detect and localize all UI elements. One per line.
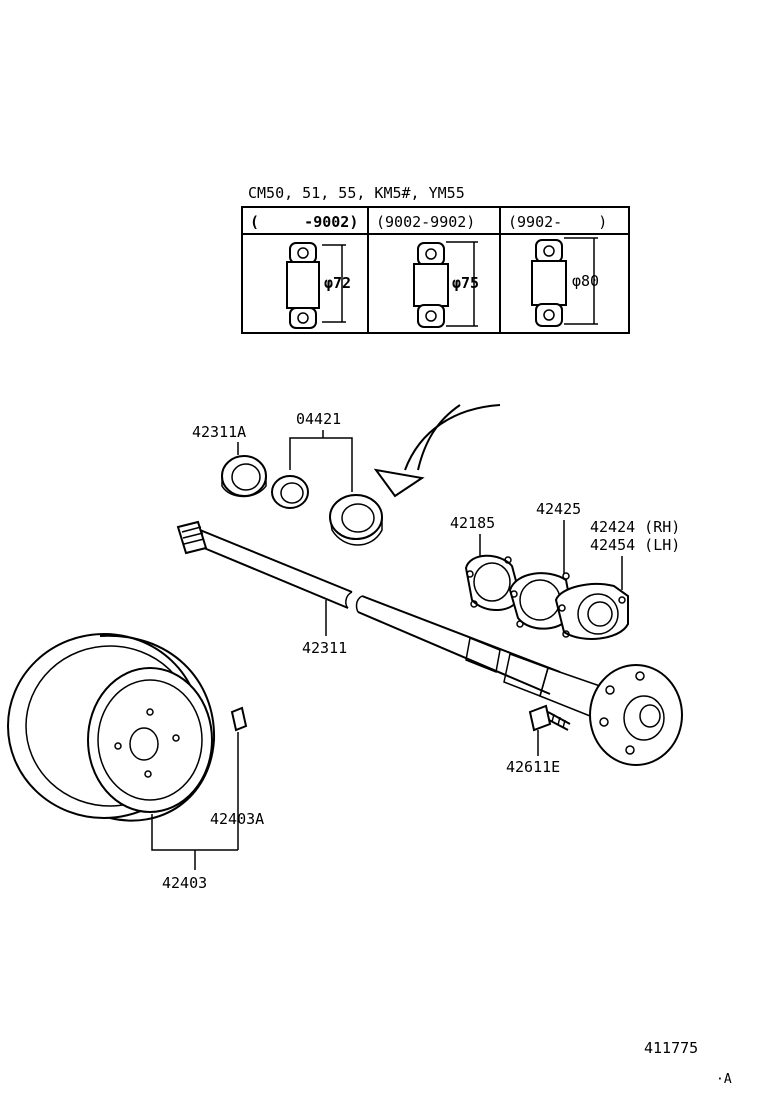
brake-drum-part bbox=[7, 633, 216, 822]
illustration-number: 411775 bbox=[644, 1039, 698, 1057]
label-gasket-2: 42425 bbox=[536, 500, 581, 518]
curved-arrow-icon bbox=[373, 404, 501, 498]
axle-shaft-part bbox=[176, 520, 683, 766]
table-dim-1: φ72 bbox=[324, 274, 351, 292]
label-retainer-rh: 42424 (RH) bbox=[590, 518, 680, 536]
label-retainer-lh: 42454 (LH) bbox=[590, 536, 680, 554]
label-drum-plug: 42403A bbox=[210, 810, 264, 828]
bearing-section-2 bbox=[413, 241, 478, 328]
table-dim-3: φ80 bbox=[572, 272, 599, 290]
table-period-2: (9002-9902) bbox=[376, 213, 475, 231]
bearing-retainer-part bbox=[554, 582, 629, 640]
table-period-1: ( -9002) bbox=[250, 213, 358, 231]
bearing-housing-part bbox=[329, 494, 383, 546]
bracket-bearing-kit bbox=[289, 437, 353, 492]
table-dim-2: φ75 bbox=[452, 274, 479, 292]
bracket-brake-drum bbox=[151, 814, 238, 851]
bearing-table: ( -9002) (9002-9902) (9902- ) φ72 bbox=[241, 206, 630, 334]
bearing-race-part bbox=[271, 475, 309, 509]
label-bearing-kit: 04421 bbox=[296, 410, 341, 428]
bearing-section-3 bbox=[531, 237, 598, 327]
label-axle-shaft: 42311 bbox=[302, 639, 347, 657]
hub-bolt-part bbox=[528, 704, 571, 732]
gasket-1-part bbox=[464, 554, 522, 612]
corner-mark: ·A bbox=[716, 1072, 732, 1087]
applicability-text: CM50, 51, 55, KM5#, YM55 bbox=[248, 184, 465, 202]
table-period-3: (9902- ) bbox=[508, 213, 607, 231]
table-frame bbox=[241, 206, 630, 334]
bearing-section-1 bbox=[286, 242, 346, 329]
label-bearing-outer: 42311A bbox=[192, 423, 246, 441]
label-hub-bolt: 42611E bbox=[506, 758, 560, 776]
label-gasket-1: 42185 bbox=[450, 514, 495, 532]
bearing-outer-part bbox=[221, 455, 267, 498]
label-brake-drum: 42403 bbox=[162, 874, 207, 892]
drum-plug-part bbox=[230, 706, 248, 732]
